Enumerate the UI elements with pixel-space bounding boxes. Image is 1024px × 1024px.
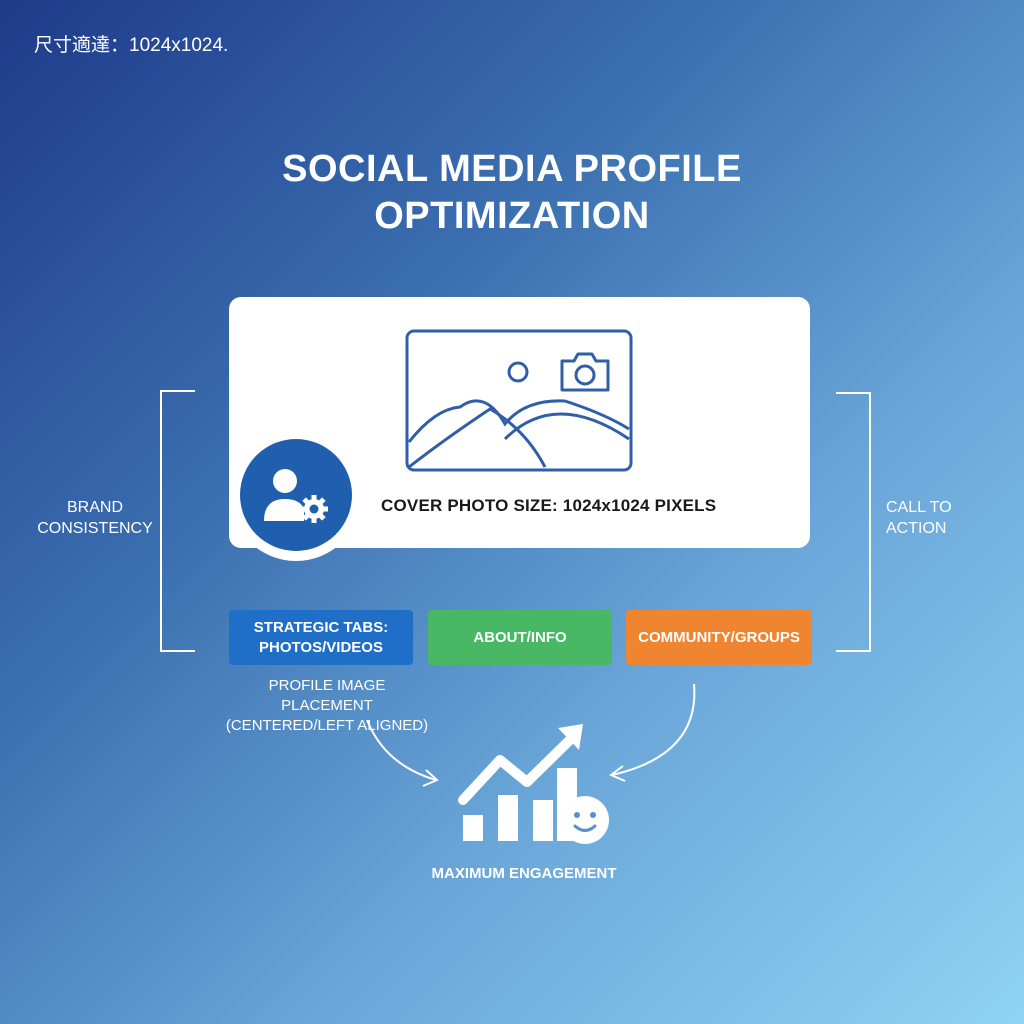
page-title-line-1: SOCIAL MEDIA PROFILE — [282, 148, 742, 190]
avatar[interactable] — [240, 439, 352, 551]
profile-placement-note: PROFILE IMAGE PLACEMENT (CENTERED/LEFT A… — [222, 676, 432, 736]
maximum-engagement-label: MAXIMUM ENGAGEMENT — [431, 865, 617, 882]
left-curved-arrow — [366, 719, 437, 781]
call-to-action-label: CALL TO ACTION — [886, 497, 1006, 539]
placement-note-line-1: PROFILE IMAGE PLACEMENT — [268, 677, 386, 714]
tab-photos-videos-line-2: PHOTOS/VIDEOS — [259, 638, 383, 656]
tab-community-groups-label: COMMUNITY/GROUPS — [638, 628, 800, 646]
brand-consistency-label: BRAND CONSISTENCY — [30, 497, 160, 539]
tab-about-info[interactable]: ABOUT/INFO — [428, 610, 612, 665]
page-title-line-2: OPTIMIZATION — [374, 195, 650, 237]
left-arrow-head — [422, 769, 439, 787]
left-label-line-1: BRAND — [66, 499, 123, 516]
tab-about-info-label: ABOUT/INFO — [473, 628, 567, 646]
right-arrow-head — [609, 765, 626, 782]
tab-photos-videos[interactable]: STRATEGIC TABS: PHOTOS/VIDEOS — [229, 610, 413, 665]
placement-note-line-2: (CENTERED/LEFT ALIGNED) — [225, 717, 429, 734]
user-settings-icon — [264, 469, 328, 523]
tab-photos-videos-line-1: STRATEGIC TABS: — [253, 618, 389, 636]
size-note: 尺寸適達：1024x1024. — [34, 35, 229, 56]
left-bracket — [160, 390, 195, 652]
growth-chart-smiley-icon — [458, 724, 609, 844]
image-placeholder-icon — [405, 329, 633, 472]
right-bracket — [836, 392, 871, 652]
right-label-line-1: CALL TO — [886, 499, 952, 516]
tab-community-groups[interactable]: COMMUNITY/GROUPS — [626, 610, 812, 665]
camera-icon — [560, 352, 610, 392]
right-curved-arrow — [611, 683, 696, 776]
right-label-line-2: ACTION — [886, 520, 947, 537]
left-label-line-2: CONSISTENCY — [37, 520, 153, 537]
cover-photo-caption: COVER PHOTO SIZE: 1024x1024 PIXELS — [381, 496, 717, 515]
